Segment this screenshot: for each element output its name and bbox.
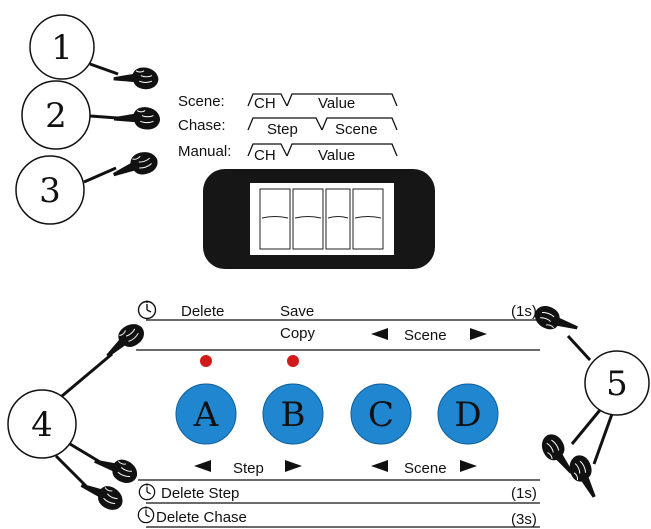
callout-5-leader: [592, 413, 614, 465]
button-c-label: C: [368, 395, 394, 435]
hand-pointer-icon: [90, 449, 142, 487]
mode-scene-seg1: CH: [254, 95, 276, 112]
delete-chase-time: (3s): [511, 511, 537, 528]
clock-icon: [137, 300, 157, 320]
callout-2-number: 2: [45, 96, 67, 136]
mode-chase-brackets: [247, 117, 398, 131]
arrow-left-icon: [194, 460, 211, 472]
hand-pointer-icon: [109, 147, 162, 186]
callout-5-number: 5: [606, 364, 628, 404]
mode-scene-label: Scene:: [178, 93, 225, 110]
delete-step-time: (1s): [511, 485, 537, 502]
bottom-scene-label: Scene: [404, 460, 447, 477]
callout-4-leader: [61, 352, 113, 398]
hand-pointer-icon: [113, 66, 159, 90]
hand-pointer-icon: [530, 302, 582, 340]
bottom-step-label: Step: [233, 460, 264, 477]
button-d-label: D: [454, 395, 481, 435]
callout-5-leader: [570, 409, 602, 445]
led-indicator-b: [287, 355, 299, 367]
top-copy-label: Copy: [280, 325, 316, 342]
mode-chase-seg2: Scene: [335, 121, 378, 138]
button-a-label: A: [193, 395, 219, 435]
button-d[interactable]: D: [437, 383, 499, 445]
arrow-right-icon: [285, 460, 302, 472]
arrow-right-icon: [460, 460, 477, 472]
delete-chase-label: Delete Chase: [156, 509, 247, 526]
mode-chase-seg1: Step: [267, 121, 298, 138]
hand-pointer-icon: [564, 451, 605, 503]
callout-3-number: 3: [39, 171, 61, 211]
arrow-right-icon: [470, 328, 487, 340]
top-save-label: Save: [280, 303, 314, 320]
mode-manual-seg1: CH: [254, 147, 276, 164]
hand-pointer-icon: [113, 106, 161, 131]
top-delete-label: Delete: [181, 303, 224, 320]
mode-manual-seg2: Value: [318, 147, 355, 164]
callout-5-leader: [566, 334, 592, 362]
callout-4: 4: [7, 389, 77, 459]
callout-5: 5: [584, 350, 650, 416]
callout-3: 3: [15, 155, 85, 225]
mode-scene-brackets: [247, 93, 398, 107]
led-display: [203, 169, 435, 269]
callout-4-leader: [54, 454, 88, 488]
clock-icon: [138, 483, 156, 501]
mode-manual-brackets: [247, 143, 398, 157]
led-indicator-a: [200, 355, 212, 367]
arrow-left-icon: [371, 460, 388, 472]
button-a[interactable]: A: [175, 383, 237, 445]
mode-manual-label: Manual:: [178, 143, 231, 160]
button-b[interactable]: B: [262, 383, 324, 445]
clock-icon: [137, 506, 155, 524]
delete-step-label: Delete Step: [161, 485, 239, 502]
top-scene-label: Scene: [404, 327, 447, 344]
mode-scene-seg2: Value: [318, 95, 355, 112]
callout-2: 2: [21, 80, 91, 150]
button-c[interactable]: C: [350, 383, 412, 445]
callout-1: 1: [29, 14, 95, 80]
arrow-left-icon: [371, 328, 388, 340]
top-hold-time: (1s): [511, 303, 537, 320]
callout-1-number: 1: [51, 28, 73, 68]
callout-4-leader: [69, 442, 101, 464]
button-b-label: B: [281, 395, 306, 435]
callout-4-number: 4: [31, 405, 53, 445]
mode-chase-label: Chase:: [178, 117, 226, 134]
